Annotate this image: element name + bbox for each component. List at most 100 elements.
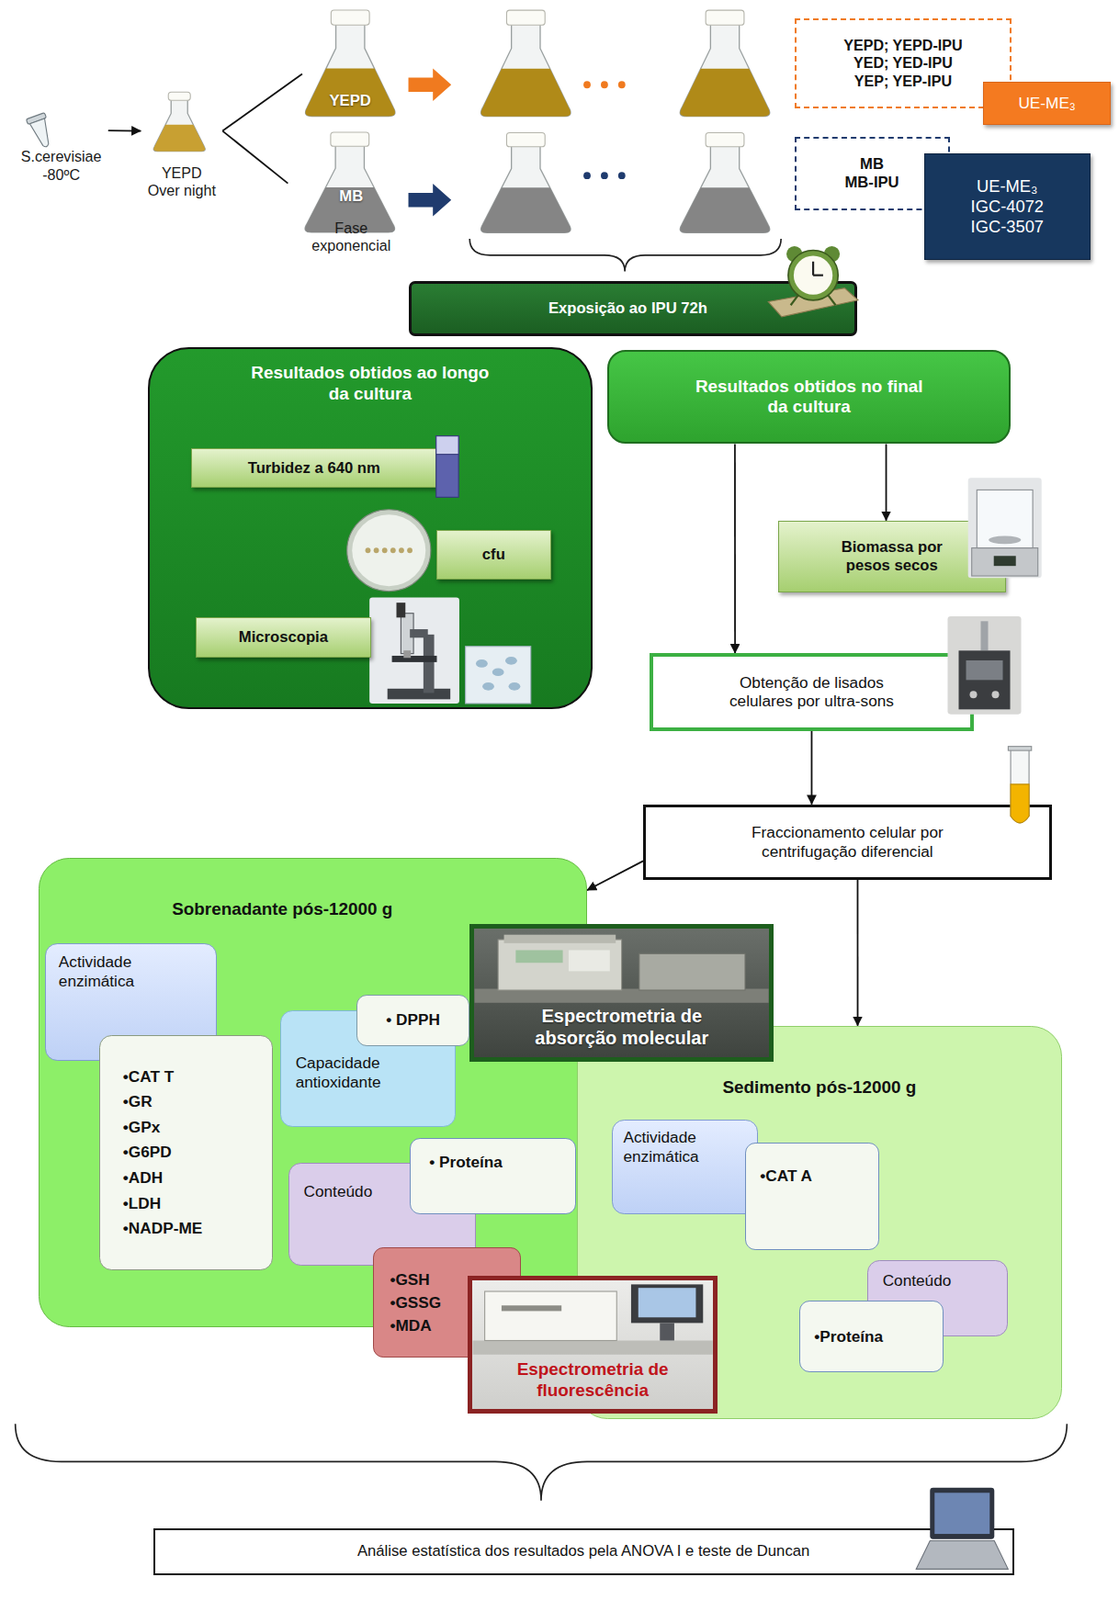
text-group: YEPD Over night xyxy=(146,164,217,201)
text-group: Exposição ao IPU 72h xyxy=(548,299,708,318)
node-text: Fraccionamento celular por centrifugação… xyxy=(724,823,971,861)
cell-blob xyxy=(508,682,520,691)
text-group: •CAT T•GR•GPx•G6PD•ADH•LDH•NADP-ME xyxy=(123,1064,203,1243)
node-text: •GSSG xyxy=(389,1291,441,1315)
flask-glass xyxy=(154,97,206,151)
connector xyxy=(885,443,888,520)
microscope-icon xyxy=(369,598,460,705)
process-box: Fraccionamento celular por centrifugação… xyxy=(643,804,1052,881)
continuation-dot xyxy=(583,171,591,180)
connector xyxy=(811,731,814,805)
node-text: Resultados obtidos ao longo da cultura xyxy=(249,362,490,405)
category-box: Actividade enzimática xyxy=(611,1119,758,1215)
tube-body xyxy=(29,118,54,150)
illustration-group xyxy=(915,1488,1008,1571)
method-box: Microscopia xyxy=(195,617,372,658)
method-box: Biomassa por pesos secos xyxy=(778,520,1006,593)
flask-plug xyxy=(705,132,745,147)
illustration-group xyxy=(436,436,459,498)
cell-blob xyxy=(491,668,504,678)
node-illustration xyxy=(287,132,289,134)
node-text: cfu xyxy=(482,545,506,565)
node-text: •GR xyxy=(123,1089,153,1116)
node-text: •MDA xyxy=(389,1314,431,1338)
sonicator-box xyxy=(958,651,1010,711)
list-box: •Proteína xyxy=(799,1300,945,1373)
node-text: Actividade enzimática xyxy=(622,1128,735,1166)
node-text: Obtenção de lisados celulares por ultra-… xyxy=(717,673,907,712)
node-text: Conteúdo xyxy=(882,1271,952,1291)
text-group: Fraccionamento celular por centrifugação… xyxy=(724,823,971,861)
strain-box: UE-ME₃ IGC-4072 IGC-3507 xyxy=(924,153,1091,261)
text-group: Espectrometria de fluorescência xyxy=(490,1359,695,1402)
cuvette-body xyxy=(436,436,459,498)
results-panel: Turbidez a 640 nm cfuMicroscopia Resultado… xyxy=(147,347,592,711)
bench xyxy=(474,988,769,1003)
node-text: • Proteína xyxy=(429,1152,503,1173)
text-group: Conteúdo xyxy=(882,1271,952,1291)
tube-liquid xyxy=(1010,784,1029,824)
petri-dish-icon xyxy=(346,509,430,592)
illustration-group xyxy=(473,1285,713,1356)
illustration-group xyxy=(305,132,395,233)
spectrometer-photo xyxy=(474,934,769,1003)
tube-node: S.cerevisiae -80ºC xyxy=(14,113,109,188)
connector xyxy=(587,860,644,891)
list-box: •CAT A xyxy=(745,1142,881,1251)
text-group: cfu xyxy=(482,545,506,565)
node-text: MB MB-IPU xyxy=(844,155,901,193)
text-group: •GSH•GSSG•MDA xyxy=(389,1268,441,1338)
balance-base xyxy=(972,547,1039,576)
text-group: MBFase exponencial xyxy=(293,187,408,256)
brace xyxy=(469,238,781,272)
sonicator-knob xyxy=(991,691,999,700)
text-group: •CAT A xyxy=(759,1166,813,1187)
node-text: •GPx xyxy=(123,1115,160,1142)
list-box: • DPPH xyxy=(356,994,469,1047)
micrograph-icon xyxy=(464,646,531,704)
text-group: S.cerevisiae -80ºC xyxy=(20,147,102,184)
instrument-body xyxy=(497,939,622,991)
decoration-group xyxy=(15,10,1068,1502)
flask-glass xyxy=(679,142,769,233)
photo-ground xyxy=(947,616,1021,715)
sonicator-knob xyxy=(969,691,977,700)
flask-node: YEPD Over night xyxy=(140,90,223,204)
flask-liquid xyxy=(481,187,571,233)
monitor-screen xyxy=(638,1288,697,1318)
photo-ground xyxy=(369,598,460,705)
colony-dot xyxy=(406,548,413,554)
node-text: Actividade enzimática xyxy=(58,952,171,991)
instrument-body xyxy=(485,1291,618,1341)
node-text: MB xyxy=(339,187,363,206)
flask-liquid xyxy=(679,68,769,117)
text-group: Turbidez a 640 nm xyxy=(248,459,381,478)
node-text: •CAT A xyxy=(759,1166,813,1187)
continuation-dot xyxy=(618,171,626,180)
connector xyxy=(857,880,860,1027)
node-text: •LDH xyxy=(123,1191,161,1218)
sonicator-panel xyxy=(965,660,1003,680)
colony-dot xyxy=(364,548,371,554)
text-group: Actividade enzimática xyxy=(622,1128,735,1166)
node-text: Sobrenadante pós-12000 g xyxy=(171,899,393,921)
tube-rim xyxy=(1008,746,1032,750)
microscope-eyepiece xyxy=(395,603,406,619)
flask-icon xyxy=(305,132,395,233)
flask-liquid xyxy=(679,187,769,233)
node-text: •Proteína xyxy=(813,1327,883,1347)
connector xyxy=(734,443,736,654)
continuation-dot xyxy=(583,80,591,89)
timer-hand xyxy=(811,260,814,275)
text-group: Actividade enzimática xyxy=(58,952,171,991)
monitor-stand xyxy=(659,1323,675,1342)
tube-icon xyxy=(25,113,56,151)
node-illustration xyxy=(140,90,142,91)
node-text: UE-ME₃ xyxy=(1017,93,1076,114)
node-text: Biomassa por pesos secos xyxy=(830,538,953,576)
laptop-icon xyxy=(915,1488,1008,1571)
balance-display xyxy=(994,555,1017,566)
text-group: Obtenção de lisados celulares por ultra-… xyxy=(717,673,907,712)
node-text: S.cerevisiae -80ºC xyxy=(20,147,102,184)
